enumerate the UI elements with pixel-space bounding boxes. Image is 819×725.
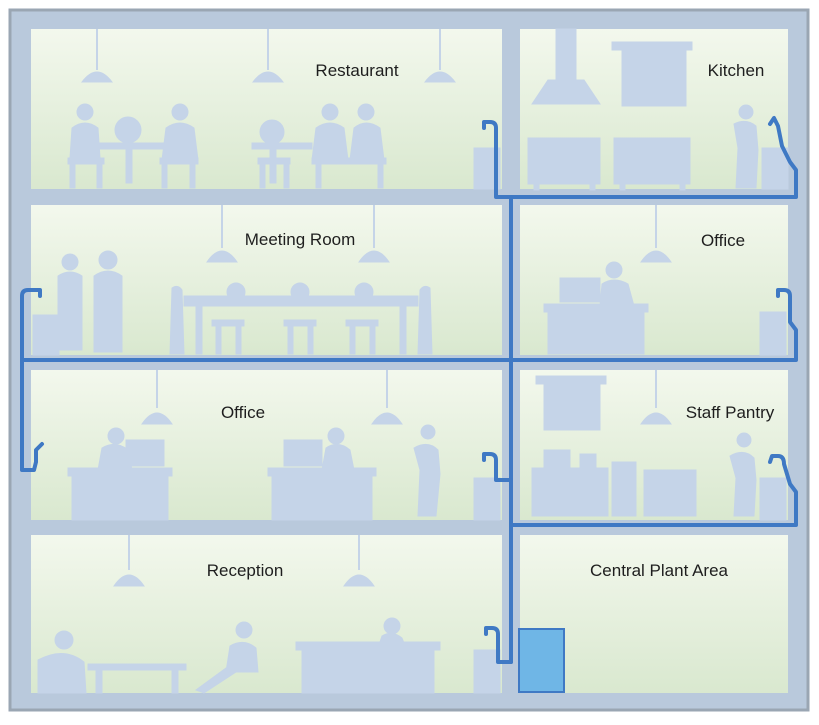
meeting-lamps [206,205,390,263]
office-lower-sink-counter [473,477,501,521]
label-staff-pantry: Staff Pantry [685,403,775,422]
office-lower-lamps [141,370,403,425]
label-office-lower: Office [220,403,266,422]
kitchen-cabinet [611,41,693,107]
office-lower-desks [67,427,377,521]
pipe-meeting-drop [20,288,42,362]
meeting-standing-people [57,250,123,353]
pantry-person [729,432,757,517]
meeting-table [169,282,433,355]
pipe-network [20,116,798,664]
silhouettes [32,28,789,694]
reception-desk [295,617,441,694]
central-plant-unit [518,628,565,693]
pipe-pantry-branch [509,454,798,527]
label-office-upper: Office [700,231,746,250]
kitchen-counters [527,137,691,191]
restaurant-diners-right [251,103,387,189]
restaurant-diners-left [67,103,199,189]
office-upper-lamp [640,205,672,263]
pantry-lamp [640,370,672,425]
pipe-restaurant-branch [482,120,513,199]
pantry-sink-counter [759,477,787,521]
restaurant-lamps [80,29,457,83]
pipe-office-lower-right [482,452,513,482]
pantry-counters [531,449,697,517]
reception-sink-counter [473,649,501,694]
label-central-plant: Central Plant Area [590,561,728,580]
kitchen-hood [531,28,601,105]
kitchen-chef [733,104,759,189]
reception-lamps [113,535,375,587]
pipe-kitchen-branch [509,116,798,199]
reception-lounge [37,621,259,694]
label-meeting-room: Meeting Room [244,230,356,249]
meeting-sink-counter [32,314,60,356]
label-reception: Reception [206,561,284,580]
pipe-reception-branch [484,626,513,664]
label-kitchen: Kitchen [707,61,765,80]
pipe-floor2-branch [20,288,798,362]
office-lower-standing-person [413,424,441,517]
office-upper-sink-counter [759,311,787,356]
office-upper-desk [543,261,649,355]
pipe-office-lower-drop [20,358,44,472]
label-restaurant: Restaurant [315,61,399,80]
pantry-cabinet [535,375,607,431]
kitchen-sink-counter [761,147,789,190]
